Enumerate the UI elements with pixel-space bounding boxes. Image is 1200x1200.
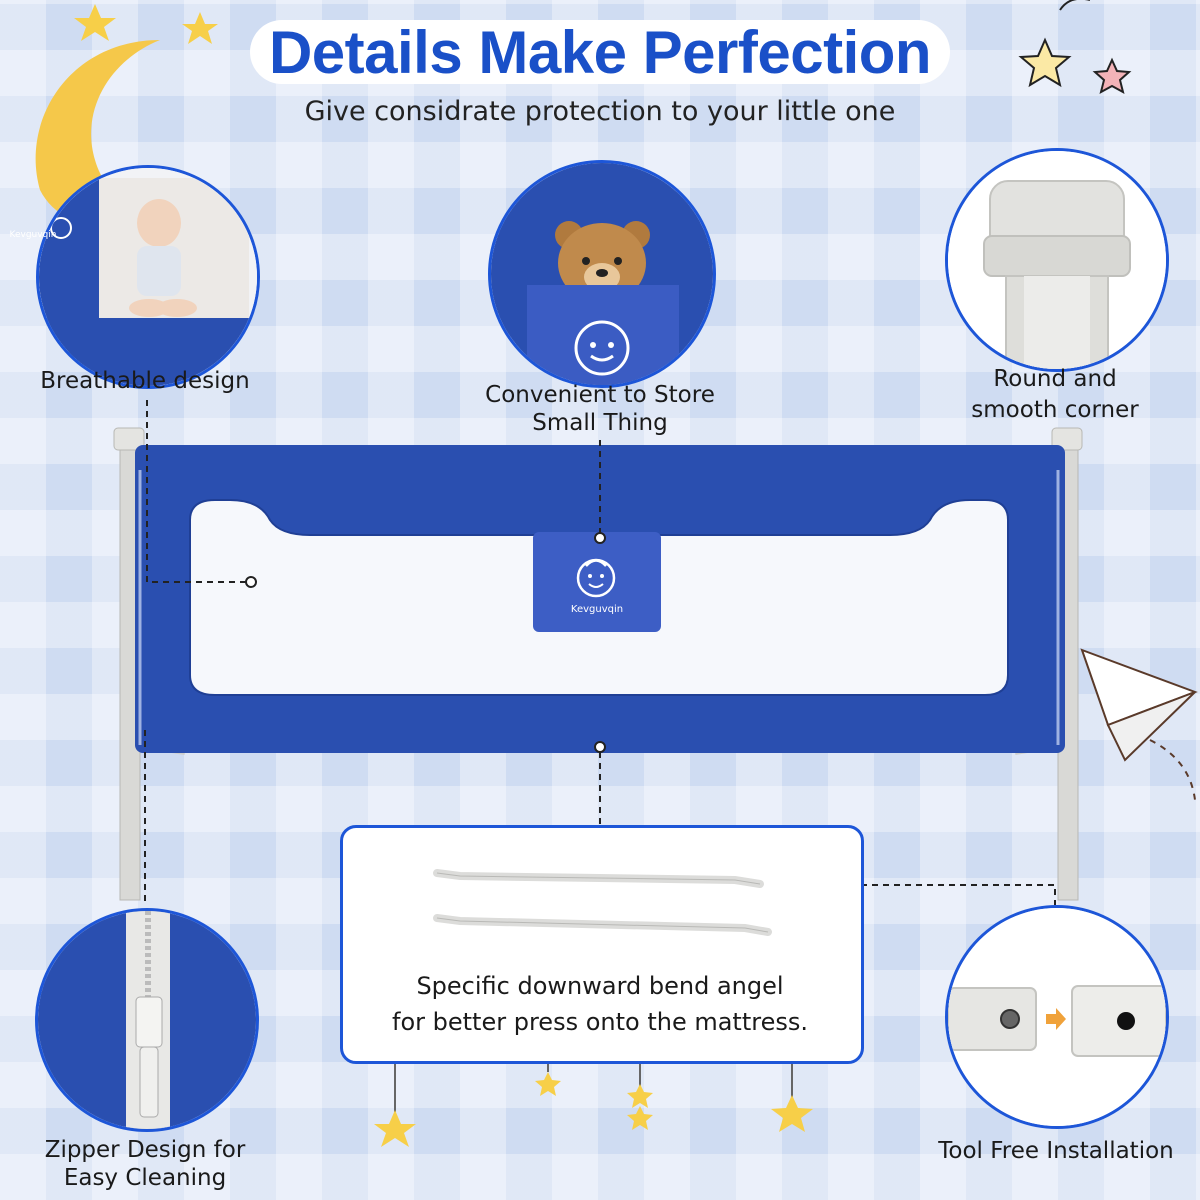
paper-plane-icon [1080, 648, 1198, 801]
corner-detail-circle [945, 148, 1169, 372]
corner-caption: Round and smooth corner [930, 364, 1180, 426]
page-subtitle: Give considrate protection to your littl… [304, 96, 896, 127]
star-icon [74, 4, 218, 44]
tool-free-caption: Tool Free Installation [938, 1138, 1174, 1164]
title-banner [250, 20, 950, 84]
rail-brand-label: Kevguvqin [570, 604, 624, 615]
storage-detail-circle [488, 160, 716, 388]
storage-caption-line2: Small Thing [532, 410, 668, 436]
tool-free-detail-circle [945, 905, 1169, 1129]
zipper-caption-line1: Zipper Design for [44, 1137, 246, 1163]
baby-face-logo-icon [50, 217, 72, 239]
page-title: Details Make Perfection [268, 19, 932, 86]
bend-info-line2: for better press onto the mattress. [392, 1008, 808, 1036]
arrow-right-icon [1046, 1008, 1066, 1030]
corner-caption-line2: smooth corner [971, 397, 1139, 423]
inset-brand-label: Kevguvqin [9, 230, 57, 240]
zipper-detail-circle [35, 908, 259, 1132]
star-icon [1018, 0, 1132, 94]
bend-info-line1: Specific downward bend angel [416, 972, 784, 1000]
star-icon [374, 1060, 813, 1147]
breathable-detail-circle [36, 165, 260, 389]
bend-info-text: Specific downward bend angel for better … [360, 968, 840, 1040]
breathable-caption: Breathable design [40, 368, 250, 394]
callout-dot [594, 741, 606, 753]
bend-info-box [340, 825, 864, 1064]
baby-face-logo-icon [576, 558, 616, 598]
zipper-caption: Zipper Design for Easy Cleaning [20, 1136, 270, 1192]
zipper-caption-line2: Easy Cleaning [63, 1165, 227, 1191]
corner-caption-line1: Round and [993, 366, 1117, 392]
callout-dot [245, 576, 257, 588]
storage-caption: Convenient to Store Small Thing [460, 381, 740, 437]
teddy-bear-icon [555, 221, 650, 303]
callout-dot [594, 532, 606, 544]
storage-caption-line1: Convenient to Store [485, 382, 715, 408]
